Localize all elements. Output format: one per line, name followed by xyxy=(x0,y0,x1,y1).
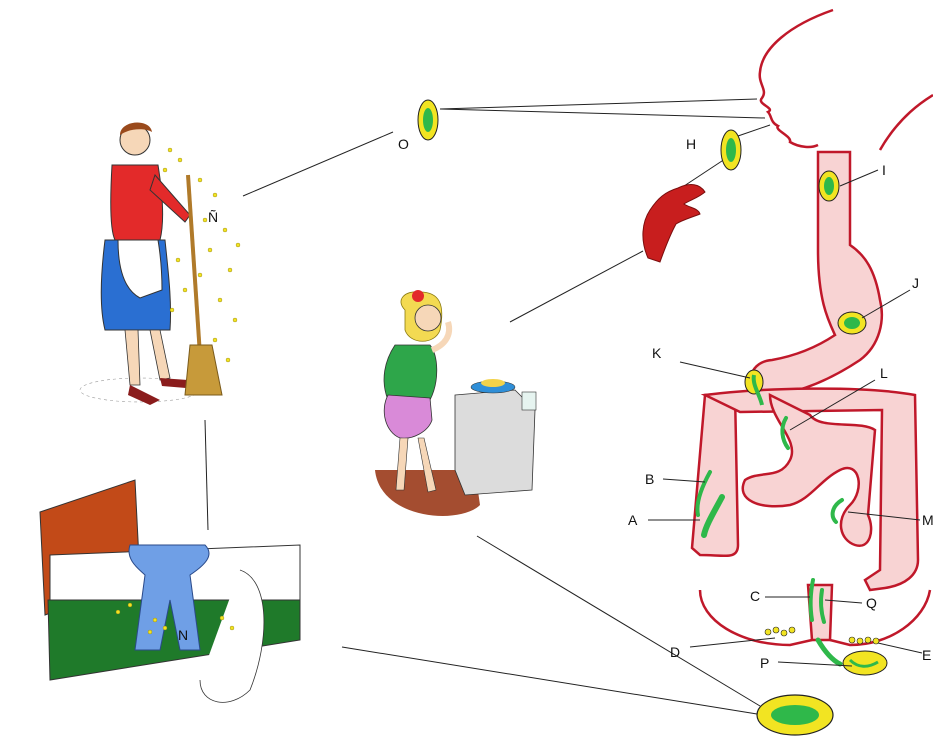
label-n: N xyxy=(178,627,188,643)
label-h: H xyxy=(686,136,696,152)
label-p: P xyxy=(760,655,769,671)
label-a: A xyxy=(628,512,638,528)
label-d: D xyxy=(670,644,680,660)
egg-bottom xyxy=(757,695,833,735)
label-j: J xyxy=(912,275,919,291)
line-sweeper-to-egg-o xyxy=(243,132,393,196)
buttock-right xyxy=(830,590,930,645)
head-profile-outline xyxy=(760,10,833,147)
small-intestine xyxy=(743,395,875,546)
esophagus-stomach xyxy=(751,152,882,395)
label-b: B xyxy=(645,471,654,487)
ascending-colon xyxy=(692,393,738,556)
woman-sweeping-illustration xyxy=(80,123,240,405)
worm-c xyxy=(811,580,813,620)
line-bed-to-egg-bottom xyxy=(342,647,757,714)
digestive-tract xyxy=(692,152,930,645)
line-girl-to-hand xyxy=(510,251,643,322)
line-girl-to-egg-bottom xyxy=(477,536,760,706)
egg-j xyxy=(838,312,866,334)
label-m: M xyxy=(922,512,933,528)
label-n-tilde: Ñ xyxy=(208,209,218,225)
egg-i xyxy=(819,171,839,201)
girl-illustration xyxy=(375,290,536,516)
line-egg-o-to-mouth-2 xyxy=(440,109,765,118)
bed-illustration xyxy=(40,480,300,702)
line-egg-h-to-mouth xyxy=(738,125,770,136)
worm-p xyxy=(818,640,840,664)
egg-h xyxy=(721,130,741,170)
label-k: K xyxy=(652,345,662,361)
label-e: E xyxy=(922,647,931,663)
hand-illustration xyxy=(643,185,705,262)
label-c: C xyxy=(750,588,760,604)
line-sweeper-to-bed xyxy=(205,420,208,530)
line-egg-o-to-mouth xyxy=(440,99,757,109)
label-q: Q xyxy=(866,595,877,611)
label-o: O xyxy=(398,136,409,152)
label-i: I xyxy=(882,162,886,178)
egg-p xyxy=(843,651,887,675)
neck-outline xyxy=(880,95,933,150)
label-l: L xyxy=(880,365,888,381)
egg-o xyxy=(418,100,438,140)
